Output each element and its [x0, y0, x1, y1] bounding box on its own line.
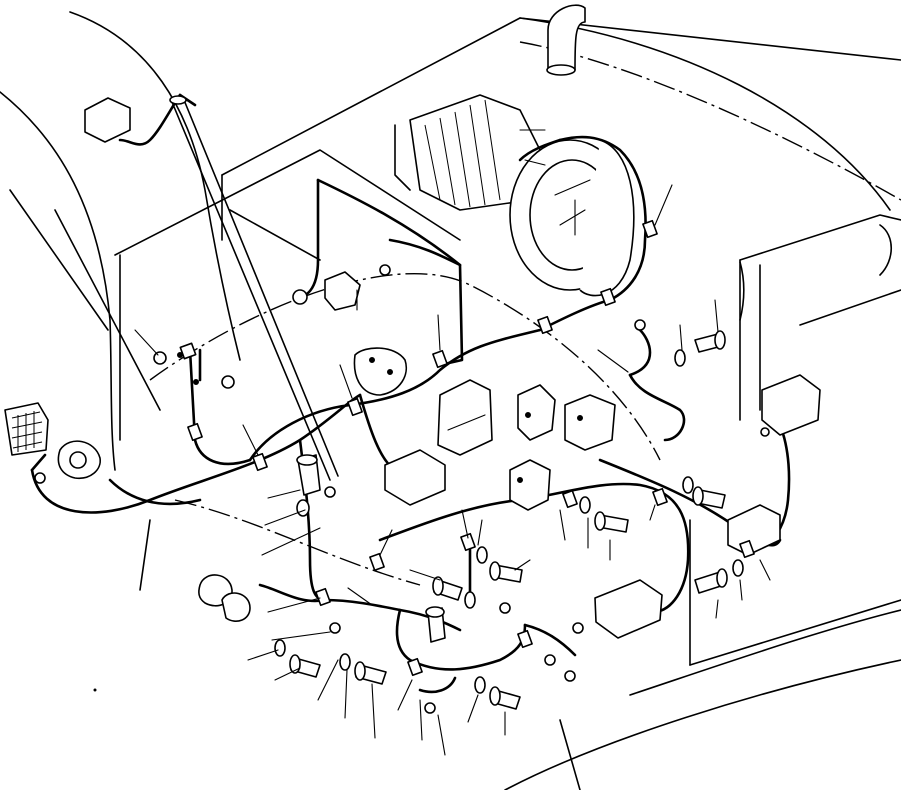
bolts-and-washers: [274, 330, 744, 710]
bolt: [425, 606, 446, 643]
machine-body-outline: [0, 11, 901, 790]
relay-cluster: [324, 271, 616, 511]
horn-left: [57, 440, 101, 480]
relay-box-right: [727, 374, 821, 556]
battery-box-center: [384, 449, 446, 506]
connectors: [34, 264, 770, 714]
bolt: [692, 486, 726, 509]
bolt: [432, 576, 463, 601]
main-wire-harness: [30, 93, 791, 694]
bolt: [694, 568, 728, 594]
bolt: [489, 561, 523, 583]
leader-lines: [134, 184, 771, 756]
engine-alternator: [394, 94, 635, 297]
horn-bottom: [198, 574, 251, 622]
lamp-top-left: [84, 97, 131, 143]
exhaust-pipe: [546, 4, 586, 76]
bolt: [489, 686, 521, 710]
bolt: [296, 454, 321, 496]
bolt: [354, 661, 387, 685]
bolt: [594, 511, 629, 533]
washer: [274, 349, 744, 694]
work-lamp-left: [4, 402, 49, 456]
fuel-tank-box: [739, 261, 761, 411]
fuse-block-center: [437, 379, 493, 456]
control-rod: [169, 95, 339, 481]
fastener-details: [93, 352, 583, 692]
controller-box-bottom: [594, 579, 663, 639]
bolt: [694, 330, 726, 353]
bolt: [289, 654, 321, 678]
